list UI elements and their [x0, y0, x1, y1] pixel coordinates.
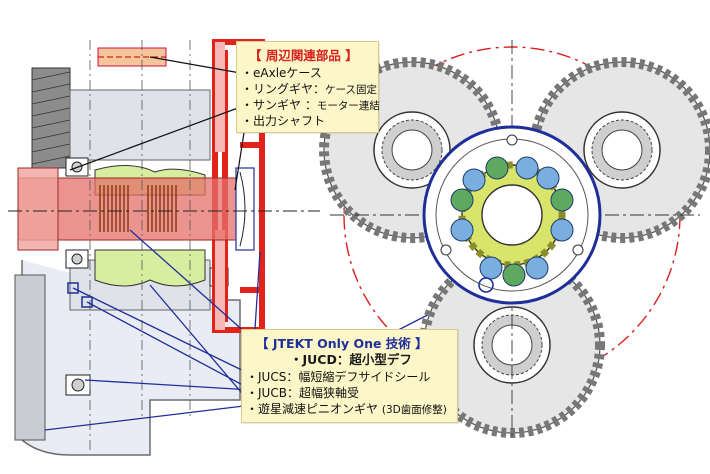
cross-section [8, 39, 320, 456]
carrier-upper [69, 89, 211, 161]
jtekt-item-jucs: ・JUCS：幅短縮デフサイドシール [246, 370, 431, 384]
red-housing-fill-top [215, 42, 225, 152]
peripheral-item-eaxle-case: ・eAxleケース [241, 66, 322, 80]
jtekt-item-jucb: ・JUCB：超幅狭軸受 [246, 386, 359, 400]
peripheral-item-ring-gear: ・リングギヤ：ケース固定 [241, 82, 378, 96]
marker-jucb [81, 296, 93, 308]
pinion-gears [450, 156, 574, 287]
spline-teeth [99, 185, 177, 232]
pinion-lower [94, 249, 206, 287]
input-gear [31, 67, 71, 169]
peripheral-item-output-shaft: ・出力シャフト [241, 114, 326, 128]
shaft-left-flange [17, 167, 59, 251]
peripheral-item-sun-gear: ・サンギヤ ：モーター連結 [241, 98, 380, 112]
red-housing-fill-bottom [215, 230, 225, 330]
left-end-plate [14, 274, 46, 441]
marker-jucs [67, 282, 79, 294]
jtekt-subtitle-jucd: ・JUCD：超小型デフ [290, 352, 412, 367]
jtekt-item-pinion: ・遊星減速ピニオンギヤ (3D歯面修整) [246, 402, 447, 416]
peripheral-title: 【 周辺関連部品 】 [249, 48, 358, 63]
peripheral-parts-callout: 【 周辺関連部品 】 ・eAxleケース ・リングギヤ：ケース固定 ・サンギヤ … [236, 41, 380, 133]
jtekt-technology-callout: 【 JTEKT Only One 技術 】 ・JUCD：超小型デフ ・JUCS：… [241, 329, 458, 423]
jtekt-title: 【 JTEKT Only One 技術 】 [256, 336, 428, 351]
planetary-front-view [319, 40, 710, 440]
